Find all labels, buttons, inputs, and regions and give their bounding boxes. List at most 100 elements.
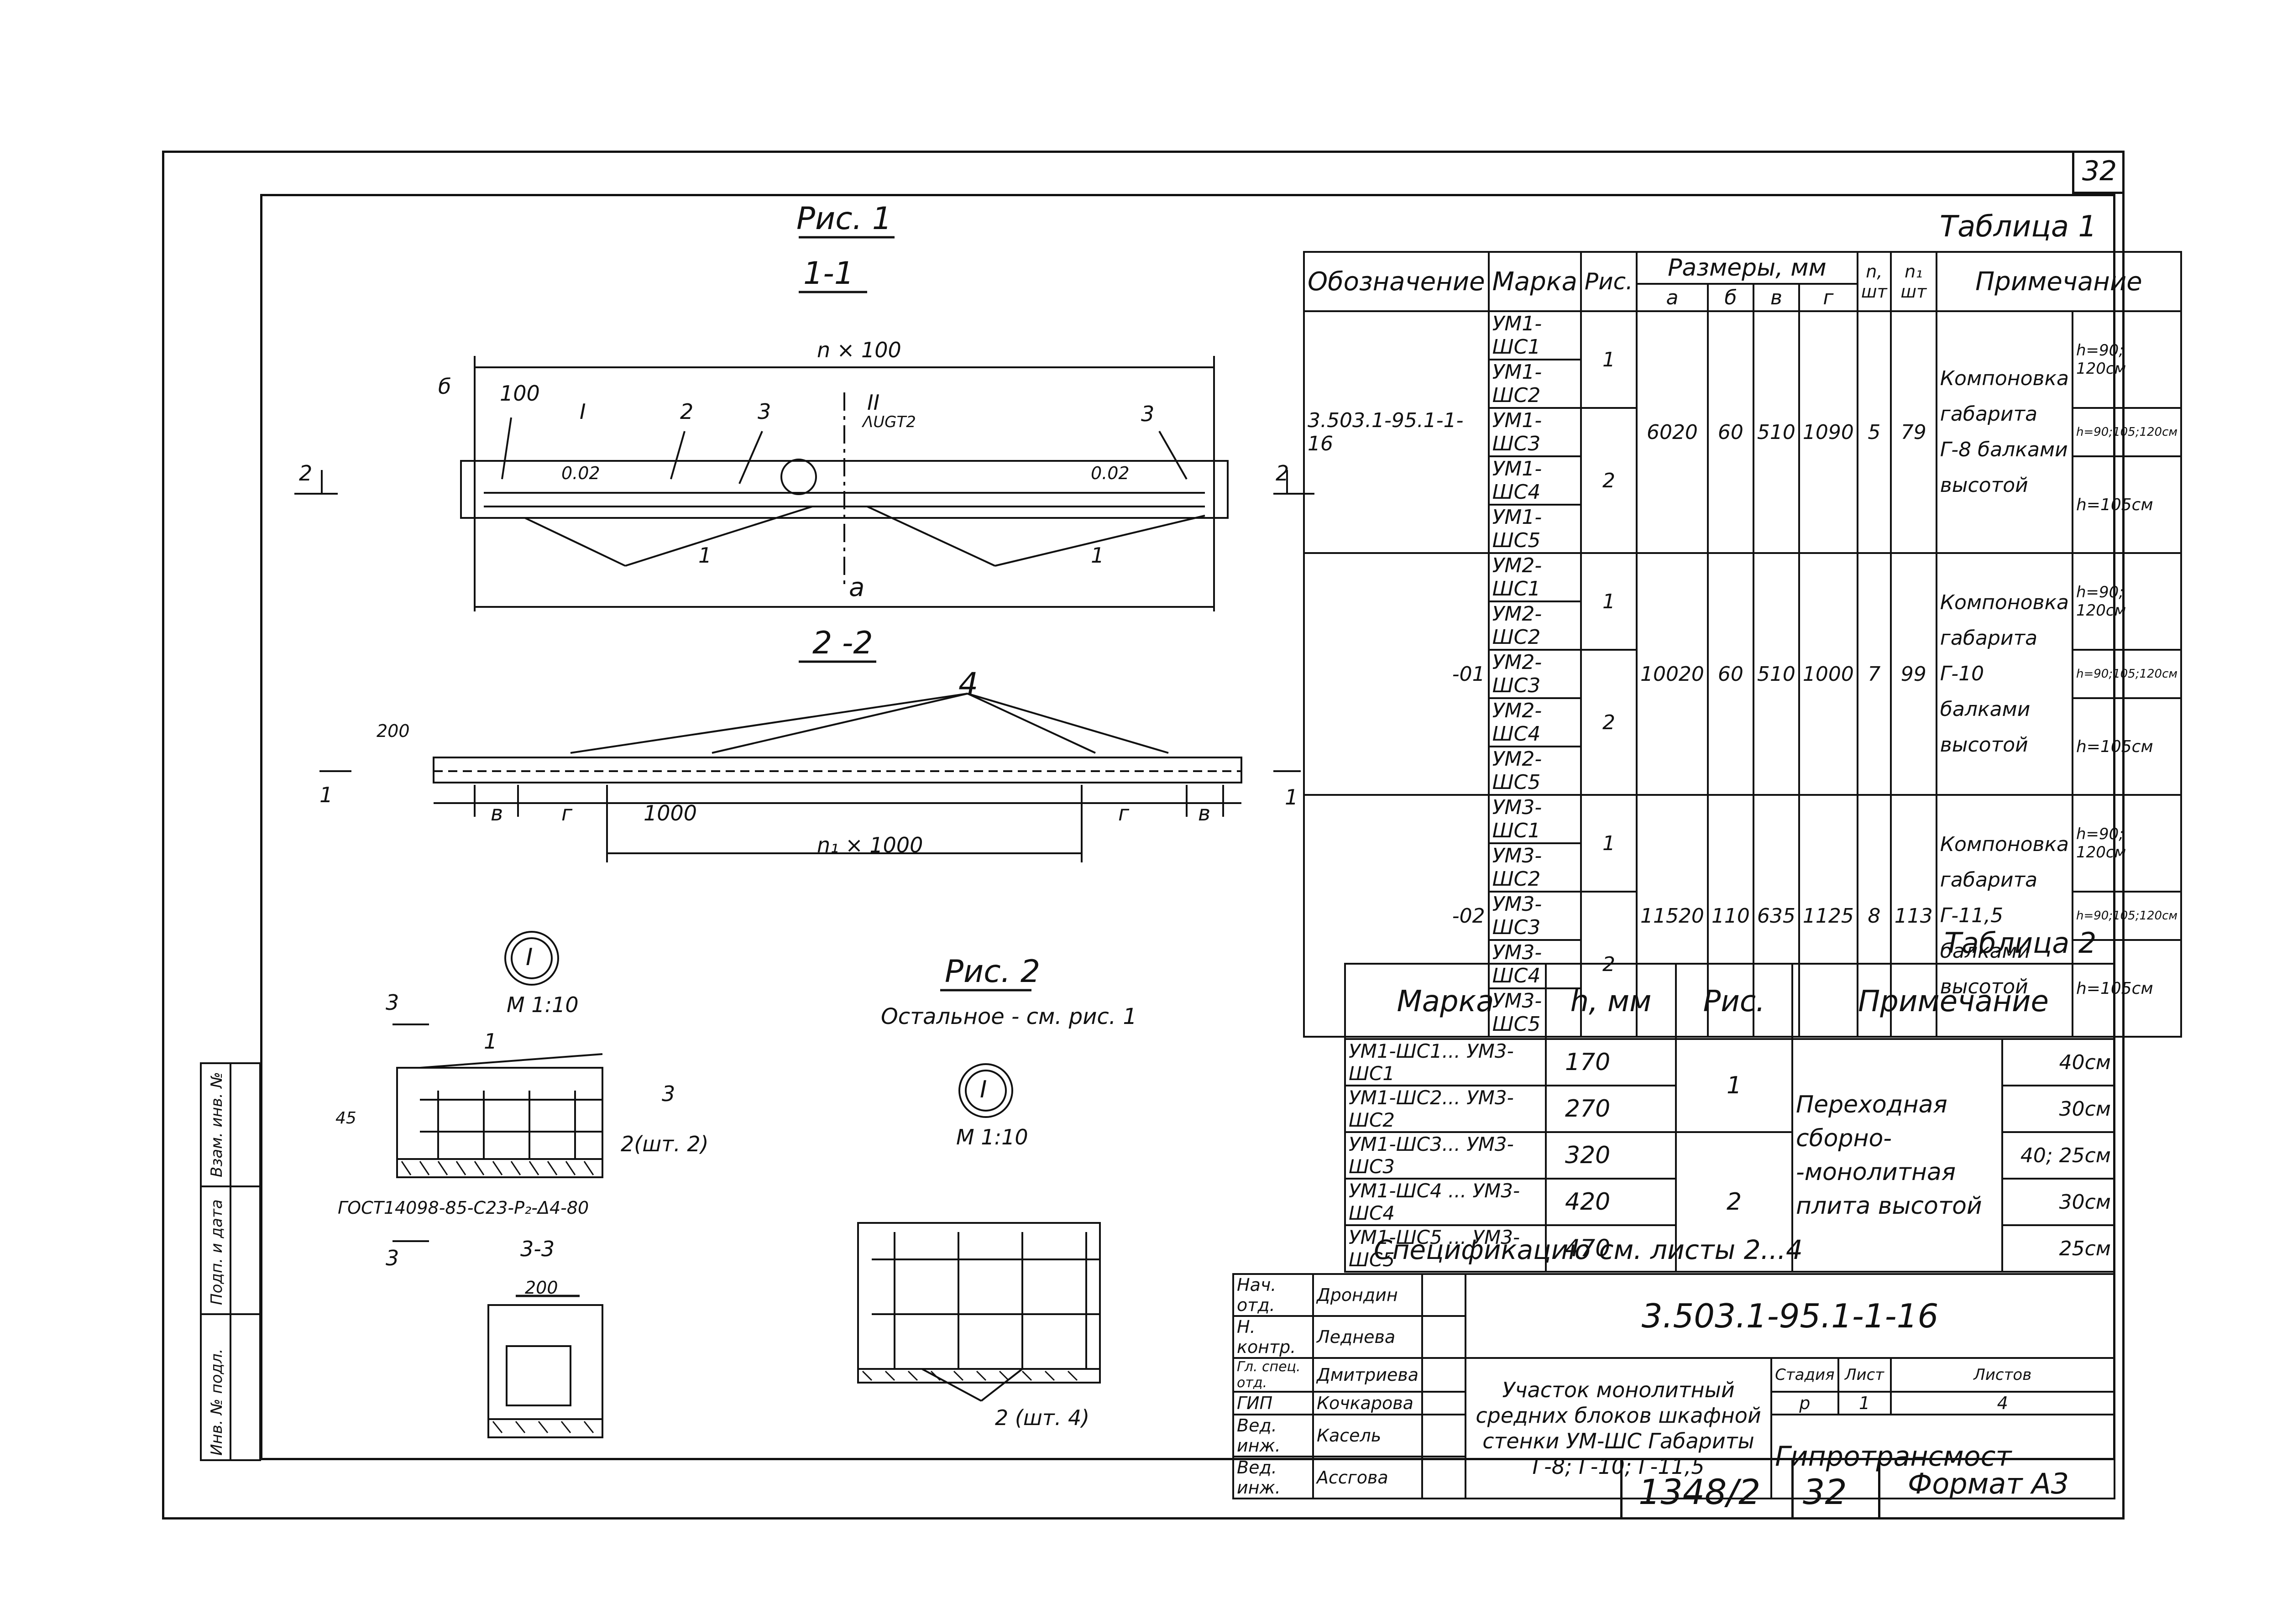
fig2-title: Рис. 2: [945, 954, 1041, 990]
tb-name: Касель: [1312, 1414, 1424, 1457]
t2-h: 320: [1545, 1131, 1677, 1180]
tb-description: Участок монолитный средних блоков шкафно…: [1465, 1357, 1773, 1499]
tb-role: Н. контр.: [1232, 1315, 1314, 1359]
t1-fig: 1: [1580, 310, 1638, 409]
cut-2-right: 2: [1276, 461, 1289, 486]
t2-note-val: 25см: [2001, 1224, 2115, 1273]
dim-n1-1000: n₁ × 1000: [817, 833, 923, 857]
tb-signature: [1421, 1456, 1467, 1499]
cut-3-top: 3: [386, 990, 399, 1015]
tb-signature: [1421, 1273, 1467, 1317]
t2-h: 170: [1545, 1038, 1677, 1086]
tb-org: Гипротрансмост: [1770, 1414, 2115, 1499]
tb-role: Вед. инж.: [1232, 1414, 1314, 1457]
t1-designation: -01: [1303, 552, 1490, 796]
t1-mark: УМ2-ШС3: [1487, 649, 1582, 699]
t2-h: 420: [1545, 1178, 1677, 1226]
tb-role: Нач. отд.: [1232, 1273, 1314, 1317]
cut-1-left: 1: [319, 783, 333, 807]
node-I-symbol: I: [526, 944, 533, 971]
dim-200-b: 200: [525, 1278, 558, 1298]
t1-h-note: Примечание: [1935, 251, 2183, 312]
t1-height: h=105см: [2071, 455, 2183, 554]
t2-note-text: Переходная сборно- -монолитная плита выс…: [1791, 1038, 2003, 1273]
node-I-symbol-2: I: [980, 1076, 987, 1103]
dim-g-right: г: [1118, 801, 1130, 825]
pos-2-label: 2: [680, 399, 694, 424]
t2-mark: УМ1-ШС5 ... УМ3-ШС5: [1344, 1224, 1547, 1273]
t1-n1: 99: [1889, 552, 1937, 796]
t1-h-g: г: [1798, 283, 1858, 312]
t2-h-fig: Рис.: [1675, 963, 1793, 1040]
t1-n: 7: [1856, 552, 1892, 796]
cut-1-right: 1: [1285, 785, 1298, 809]
tb-name: Дрондин: [1312, 1273, 1424, 1317]
table1: Обозначение Марка Рис. Размеры, мм n, шт…: [1303, 251, 2183, 1038]
t2-fig: 1: [1675, 1038, 1793, 1133]
tb-name: Кочкарова: [1312, 1391, 1424, 1415]
t1-a: 6020: [1635, 310, 1709, 554]
dim-1000: 1000: [644, 801, 697, 825]
dim-b: б: [438, 374, 451, 399]
slope-right: 0.02: [1091, 463, 1130, 483]
section-3-3-label: 3-3: [520, 1237, 555, 1261]
t1-h-sizes: Размеры, мм: [1635, 251, 1858, 285]
t2-fig: 2: [1675, 1131, 1793, 1273]
t1-height: h=90; 120см: [2071, 552, 2183, 651]
tb-name: Леднева: [1312, 1315, 1424, 1359]
dim-a: a: [849, 573, 865, 602]
t1-h-b: б: [1706, 283, 1754, 312]
t1-h-mark: Марка: [1487, 251, 1582, 312]
pos-4-label: 4: [958, 666, 979, 702]
table1-title: Таблица 1: [1940, 210, 2097, 244]
t2-h: 470: [1545, 1224, 1677, 1273]
t1-mark: УМ3-ШС3: [1487, 891, 1582, 941]
table2-title: Таблица 2: [1944, 926, 2097, 960]
t1-v: 510: [1752, 552, 1800, 796]
t1-height: h=90; 120см: [2071, 794, 2183, 893]
t1-note-text: Компоновка габарита Г-8 балками высотой: [1935, 310, 2073, 554]
t1-h-a: а: [1635, 283, 1709, 312]
mark-aucb: ΛUGT2: [863, 413, 916, 431]
t2-mark: УМ1-ШС1... УМ3-ШС1: [1344, 1038, 1547, 1086]
tb-stage: р: [1770, 1391, 1839, 1415]
t2-h-mark: Марка: [1344, 963, 1547, 1040]
t2-note-val: 30см: [2001, 1178, 2115, 1226]
pos-1-left-label: 1: [698, 543, 712, 568]
t1-mark: УМ1-ШС4: [1487, 455, 1582, 506]
tb-sheet-label: Лист: [1837, 1357, 1892, 1393]
dim-v-left: в: [491, 801, 503, 825]
t1-h-n: n, шт: [1856, 251, 1892, 312]
tb-signature: [1421, 1391, 1467, 1415]
t1-designation: 3.503.1-95.1-1-16: [1303, 310, 1490, 554]
t1-mark: УМ3-ШС1: [1487, 794, 1582, 844]
t1-height: h=90;105;120см: [2071, 649, 2183, 699]
pos-3-right-label: 3: [1141, 402, 1155, 426]
page-divider: [1878, 1460, 1880, 1520]
tb-signature: [1421, 1315, 1467, 1359]
tb-role: Вед. инж.: [1232, 1456, 1314, 1499]
node-I-scale: М 1:10: [507, 992, 579, 1017]
t2-mark: УМ1-ШС3... УМ3-ШС3: [1344, 1131, 1547, 1180]
tb-signature: [1421, 1414, 1467, 1457]
section-1-1-label: 1-1: [803, 256, 854, 292]
node-pos-1: 1: [484, 1029, 497, 1054]
dim-g-left: г: [561, 801, 573, 825]
t1-b: 60: [1706, 310, 1754, 554]
t1-height: h=90;105;120см: [2071, 891, 2183, 941]
t1-mark: УМ1-ШС5: [1487, 504, 1582, 554]
node-roman-I: I: [580, 399, 586, 424]
title-block: Нач. отд. Дрондин 3.503.1-95.1-1-16 Н. к…: [1232, 1273, 2116, 1499]
tb-stage-label: Стадия: [1770, 1357, 1839, 1393]
t1-height: h=90; 120см: [2071, 310, 2183, 409]
tb-sheet: 1: [1837, 1391, 1892, 1415]
cut-2-left: 2: [299, 461, 313, 486]
t1-mark: УМ2-ШС5: [1487, 746, 1582, 796]
t1-mark: УМ1-ШС3: [1487, 407, 1582, 457]
t2-h-h: h, мм: [1545, 963, 1677, 1040]
t2-mark: УМ1-ШС4 ... УМ3-ШС4: [1344, 1178, 1547, 1226]
dim-n100: n × 100: [817, 338, 901, 362]
t1-h-v: в: [1752, 283, 1800, 312]
t1-a: 10020: [1635, 552, 1709, 796]
